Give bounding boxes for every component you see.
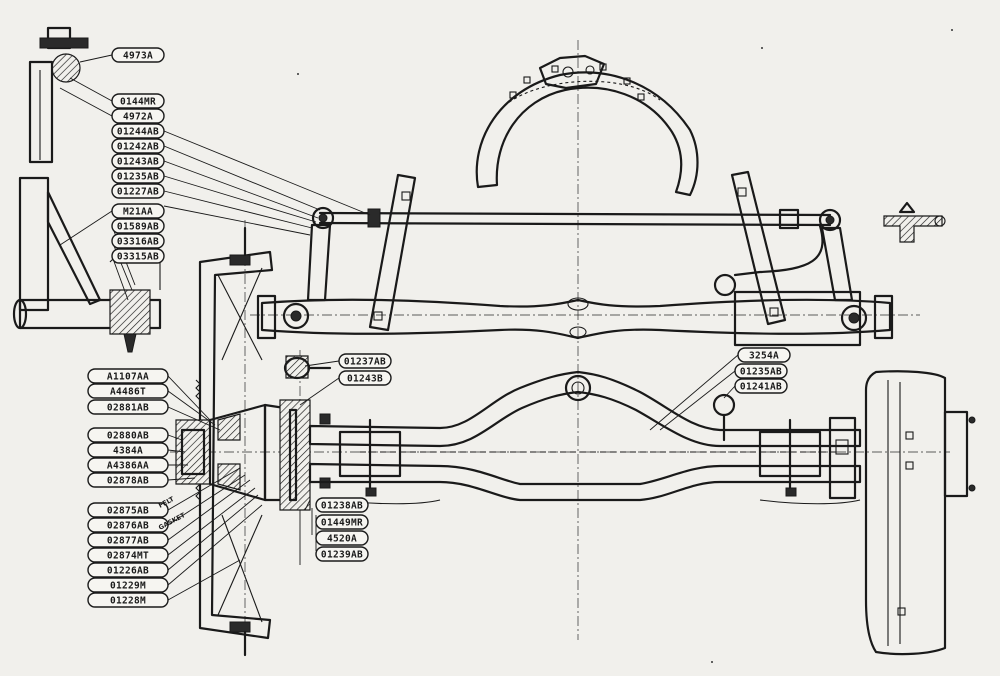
- svg-text:02878AB: 02878AB: [107, 476, 149, 487]
- axle-beam-elevation: [308, 370, 862, 505]
- part-label-02874mt: 02874MT: [87, 547, 169, 563]
- right-brake-drum: [864, 370, 976, 656]
- svg-text:A1107AA: A1107AA: [107, 372, 149, 383]
- svg-text:01241AB: 01241AB: [740, 382, 782, 393]
- svg-text:01227AB: 01227AB: [117, 187, 159, 198]
- part-label-01243b: 01243B: [338, 370, 392, 386]
- svg-text:01243AB: 01243AB: [117, 157, 159, 168]
- svg-text:4972A: 4972A: [123, 112, 153, 123]
- leader-lines: [59, 54, 739, 601]
- svg-text:01243B: 01243B: [347, 374, 383, 385]
- svg-text:02877AB: 02877AB: [107, 536, 149, 547]
- part-label-02880ab: 02880AB: [87, 427, 169, 443]
- part-label-01449mr: 01449MR: [315, 514, 369, 530]
- part-label-01238ab: 01238AB: [315, 497, 369, 513]
- svg-text:01229M: 01229M: [110, 581, 146, 592]
- part-label-01237ab: 01237AB: [338, 353, 392, 369]
- part-label-3254a: 3254A: [737, 347, 791, 363]
- part-label-02877ab: 02877AB: [87, 532, 169, 548]
- part-label-03316ab: 03316AB: [111, 233, 165, 249]
- part-label-03315ab: 03315AB: [111, 248, 165, 264]
- part-labels: 4973A 0144MR 4972A 01244AB 01242AB 01243…: [87, 47, 791, 608]
- svg-text:02874MT: 02874MT: [107, 551, 149, 562]
- part-label-a4486t: A4486T: [87, 383, 169, 399]
- svg-text:01235AB: 01235AB: [117, 172, 159, 183]
- part-label-4384a: 4384A: [87, 442, 169, 458]
- part-label-02876ab: 02876AB: [87, 517, 169, 533]
- paper-specks: [297, 29, 953, 663]
- svg-text:01238AB: 01238AB: [321, 501, 363, 512]
- part-label-01241ab: 01241AB: [734, 378, 788, 394]
- part-label-m21aa: M21AA: [111, 203, 165, 219]
- svg-text:4384A: 4384A: [113, 446, 143, 457]
- svg-text:03315AB: 03315AB: [117, 252, 159, 263]
- svg-text:A4486T: A4486T: [110, 387, 146, 398]
- part-label-4973a: 4973A: [111, 47, 165, 63]
- svg-text:4973A: 4973A: [123, 51, 153, 62]
- svg-text:03316AB: 03316AB: [117, 237, 159, 248]
- svg-text:3254A: 3254A: [749, 351, 779, 362]
- part-label-a4386aa: A4386AA: [87, 457, 169, 473]
- svg-text:M21AA: M21AA: [123, 207, 153, 218]
- hub-spindle-section: [175, 399, 311, 511]
- part-label-02881ab: 02881AB: [87, 399, 169, 415]
- part-label-01235ab-right: 01235AB: [734, 363, 788, 379]
- part-label-01243ab: 01243AB: [111, 153, 165, 169]
- part-label-01589ab: 01589AB: [111, 218, 165, 234]
- part-label-01229m: 01229M: [87, 577, 169, 593]
- svg-text:01235AB: 01235AB: [740, 367, 782, 378]
- part-label-01228m: 01228M: [87, 592, 169, 608]
- part-label-4520a: 4520A: [315, 530, 369, 546]
- part-label-01239ab: 01239AB: [315, 546, 369, 562]
- svg-text:01244AB: 01244AB: [117, 127, 159, 138]
- part-label-01244ab: 01244AB: [111, 123, 165, 139]
- part-label-02875ab: 02875AB: [87, 502, 169, 518]
- tie-rod-assembly: [306, 170, 854, 332]
- part-label-01235ab: 01235AB: [111, 168, 165, 184]
- svg-text:02876AB: 02876AB: [107, 521, 149, 532]
- part-label-a1107aa: A1107AA: [87, 368, 169, 384]
- spring-bracket: [12, 176, 162, 353]
- svg-text:02881AB: 02881AB: [107, 403, 149, 414]
- part-label-02878ab: 02878AB: [87, 472, 169, 488]
- part-label-01227ab: 01227AB: [111, 183, 165, 199]
- svg-text:A4386AA: A4386AA: [107, 461, 149, 472]
- svg-text:02880AB: 02880AB: [107, 431, 149, 442]
- clip-detail: [883, 201, 946, 243]
- svg-text:01449MR: 01449MR: [321, 518, 363, 529]
- svg-text:01226AB: 01226AB: [107, 566, 149, 577]
- svg-text:01242AB: 01242AB: [117, 142, 159, 153]
- part-label-4972a: 4972A: [111, 108, 165, 124]
- ball-joint-detail: [28, 26, 89, 164]
- svg-text:01228M: 01228M: [110, 596, 146, 607]
- svg-text:02875AB: 02875AB: [107, 506, 149, 517]
- svg-text:01239AB: 01239AB: [321, 550, 363, 561]
- svg-text:4520A: 4520A: [327, 534, 357, 545]
- svg-text:01237AB: 01237AB: [344, 357, 386, 368]
- part-label-01226ab: 01226AB: [87, 562, 169, 578]
- part-label-01242ab: 01242AB: [111, 138, 165, 154]
- svg-text:01589AB: 01589AB: [117, 222, 159, 233]
- arch-bracket: [475, 54, 699, 197]
- svg-text:0144MR: 0144MR: [120, 97, 156, 108]
- brake-anchor-parts: [283, 355, 332, 489]
- axle-beam-plan: [256, 290, 894, 347]
- part-label-0144mr: 0144MR: [111, 93, 165, 109]
